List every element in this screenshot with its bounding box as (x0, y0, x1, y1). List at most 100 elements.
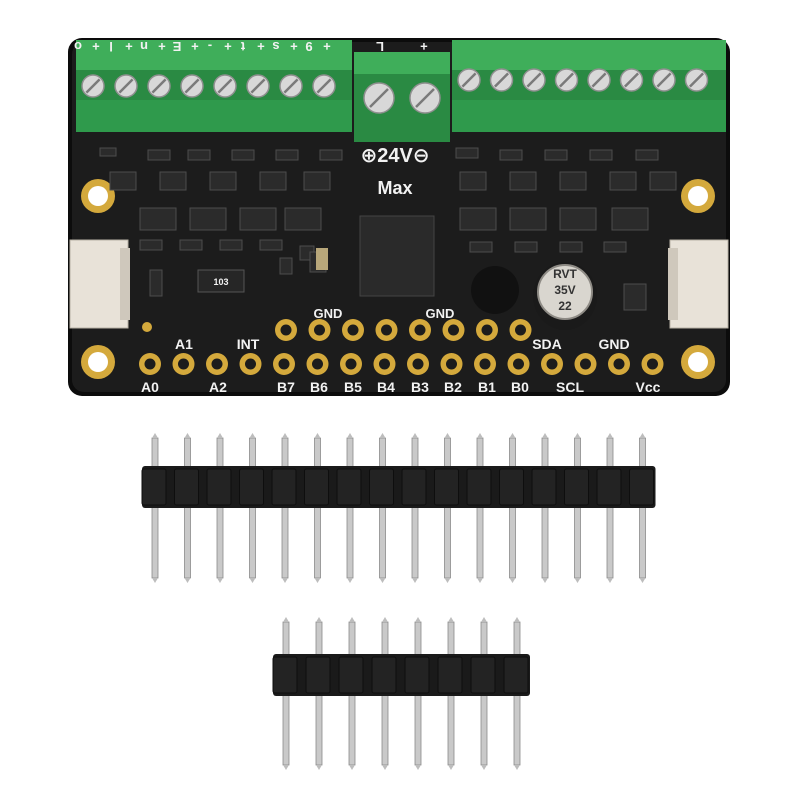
terminal-label: l (109, 39, 113, 54)
header-segment (499, 468, 524, 506)
terminal-screw (489, 68, 514, 92)
terminal-label: + (191, 39, 199, 54)
header-pads (139, 319, 664, 375)
capacitor-text-3: 22 (558, 299, 572, 313)
pad-hole (278, 358, 290, 370)
smd-part (509, 171, 537, 191)
smd-part (99, 147, 117, 157)
terminal-label: + (290, 39, 298, 54)
header-body (142, 466, 656, 508)
terminal-screw (180, 74, 204, 98)
terminal-label: + (323, 39, 331, 54)
header-segment (369, 468, 394, 506)
pad-hole (446, 358, 457, 370)
terminal-label: + (224, 39, 232, 54)
pin-tip (347, 433, 353, 438)
pad-hole (613, 358, 625, 370)
smd-part (231, 149, 255, 161)
smd-part (279, 257, 293, 275)
terminal-screw (246, 74, 270, 98)
jst-connector-left (69, 239, 130, 329)
header-segment (336, 468, 362, 506)
terminal-label: t (240, 39, 245, 54)
pin-tip (477, 578, 483, 583)
terminal-screw (312, 74, 336, 98)
terminal-label: + (92, 39, 100, 54)
pin-label: SDA (532, 336, 562, 352)
pin-tip (607, 578, 613, 583)
pin-tip (347, 578, 353, 583)
pad-hole (546, 358, 558, 370)
pin-tip (152, 433, 158, 438)
pin-tip (283, 765, 289, 770)
pin-tip (607, 433, 613, 438)
pad-hole (178, 358, 189, 370)
terminal-screw (554, 68, 579, 92)
header-segment (305, 656, 331, 694)
pin-tip (514, 617, 520, 622)
pin-tip (349, 617, 355, 622)
terminal-screw (522, 68, 546, 92)
pin-tip (314, 433, 321, 438)
pin-tip (152, 578, 158, 583)
terminal-block-left (76, 40, 352, 132)
pin-tip (184, 433, 191, 438)
terminal-label: o (74, 39, 82, 54)
capacitor-text-1: RVT (553, 267, 577, 281)
pin-tip (509, 433, 516, 438)
terminal-label: L (376, 39, 384, 54)
smd-part (623, 283, 647, 311)
pin-tip (382, 765, 388, 770)
smd-part (109, 171, 137, 191)
smd-part (559, 207, 597, 231)
pin-tip (282, 578, 288, 583)
header-segment (239, 468, 264, 506)
pin-tip (509, 578, 516, 583)
pad-hole (414, 324, 426, 336)
pin-tip (283, 617, 289, 622)
pin-label: B6 (310, 379, 328, 395)
pin-tip (415, 765, 421, 770)
pin-label: SCL (556, 379, 584, 395)
smd-components (99, 147, 677, 332)
smd-part (147, 149, 171, 161)
main-ic (359, 215, 435, 297)
pad-hole (381, 324, 392, 336)
smd-part (239, 207, 277, 231)
pin-tip (184, 578, 191, 583)
smd-part (219, 239, 243, 251)
smd-part (609, 171, 637, 191)
header-segment (338, 656, 364, 694)
smd-part (559, 171, 587, 191)
smd-part (316, 248, 328, 270)
smd-part (275, 149, 299, 161)
pad-hole (345, 358, 357, 370)
pin-tip (574, 433, 581, 438)
pin-tip (542, 433, 548, 438)
smd-part (459, 207, 497, 231)
pin-tip (415, 617, 421, 622)
pin-label: B2 (444, 379, 462, 395)
header-segment (206, 468, 232, 506)
pin-label: GND (598, 336, 629, 352)
smd-part (499, 149, 523, 161)
power-label: ⊕24V⊖ (360, 145, 429, 167)
max-label: Max (377, 178, 412, 198)
pad-hole (144, 358, 156, 370)
smd-part (179, 239, 203, 251)
power-screw (363, 82, 395, 114)
pin-tip (481, 765, 487, 770)
pin-tip (542, 578, 548, 583)
header-segment (470, 656, 496, 694)
header-segment (272, 656, 298, 694)
gnd-label-left: GND (314, 306, 343, 321)
pad-hole (513, 358, 524, 370)
pin-tip (412, 578, 418, 583)
pin-tip (444, 578, 451, 583)
smd-part (603, 241, 627, 253)
header-segment (174, 468, 199, 506)
pin-tip (217, 433, 223, 438)
smd-part (455, 147, 479, 159)
header-body (273, 654, 530, 696)
